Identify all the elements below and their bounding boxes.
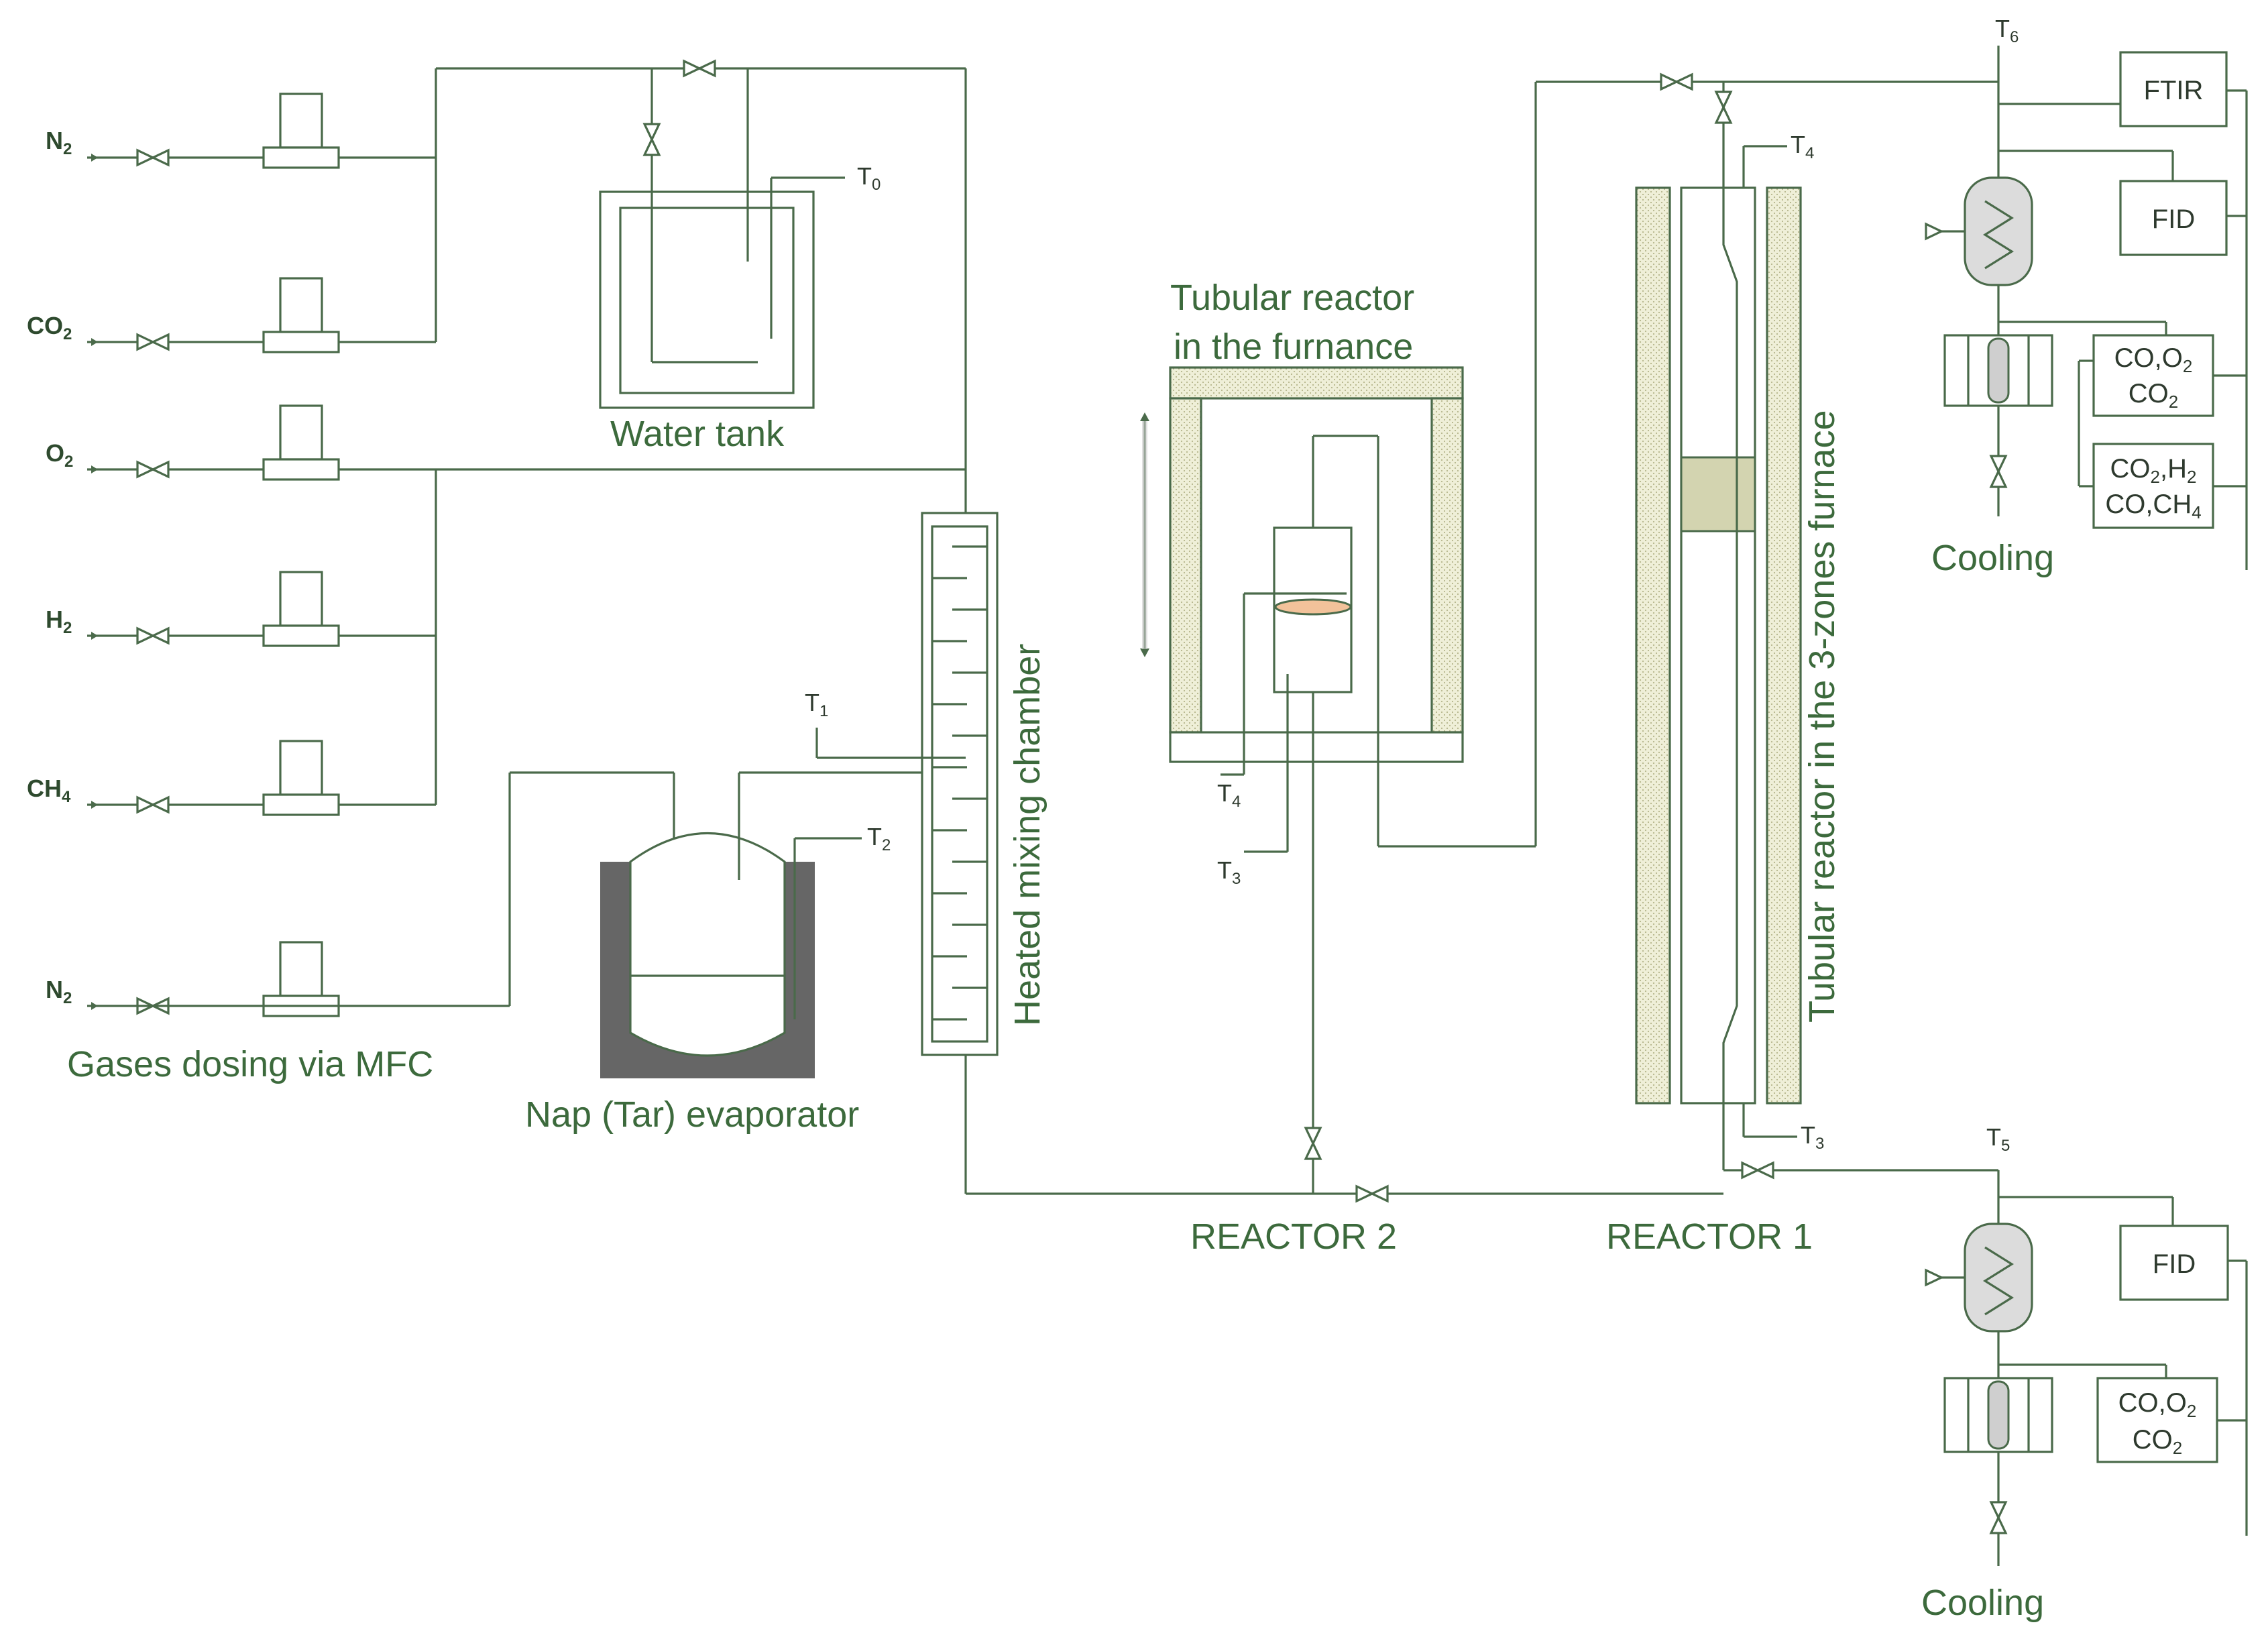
fid-top-label: FID: [2152, 205, 2195, 234]
caption-cooling-bottom: Cooling: [1921, 1583, 2044, 1623]
nap-tar-evaporator: T2 Nap (Tar) evaporator: [525, 771, 925, 1135]
mass-flow-controllers: [262, 93, 340, 1017]
reactor2-title-line1: Tubular reactor: [1170, 278, 1414, 318]
reactor2-title-line2: in the furnance: [1174, 327, 1413, 367]
co2-h2-top-line2: CO,CH4: [2105, 490, 2201, 522]
caption-gases-dosing: Gases dosing via MFC: [67, 1044, 433, 1084]
gas-label-h2: H2: [46, 606, 72, 637]
caption-water-tank: Water tank: [610, 414, 785, 454]
gas-inlet-arrows: [91, 154, 98, 1010]
thermocouple-t2: T2: [867, 823, 891, 854]
fid-analyzer-bottom: [2119, 1225, 2229, 1301]
thermocouple-t0: T0: [857, 162, 881, 194]
fid-analyzer-top: [2119, 180, 2228, 256]
cooler-bottom: [1964, 1223, 2033, 1333]
caption-reactor-1: REACTOR 1: [1606, 1217, 1813, 1257]
thermocouple-t5: T5: [1986, 1123, 2010, 1155]
reactor-1: T4 T3 Tubular reactor in the 3-zones fur…: [1534, 72, 1998, 1257]
top-analysis-train: T6 FTIR FID CO,O2 CO2 CO2,H2 CO,CH4: [1925, 15, 2248, 578]
reactor-2: Tubular reactor in the furnance T4 T3 RE…: [1140, 278, 1536, 1257]
caption-mixing-chamber: Heated mixing chamber: [1007, 644, 1047, 1026]
bottom-analysis-train: T5 FID CO,O2 CO2 Cooling: [1921, 1123, 2248, 1623]
co2-h2-analyzer-top: [2092, 443, 2214, 529]
co2-h2-top-line1: CO2,H2: [2110, 454, 2197, 487]
thermocouple-t4-reactor2: T4: [1217, 779, 1241, 811]
water-tank: T0 Water tank: [599, 59, 881, 454]
gas-label-co2: CO2: [27, 312, 72, 343]
caption-cooling-top: Cooling: [1931, 538, 2054, 578]
ftir-analyzer: [2119, 51, 2228, 127]
thermocouple-t6: T6: [1995, 15, 2019, 46]
co-o2-top-line2: CO2: [2129, 379, 2178, 412]
thermocouple-t3-reactor2: T3: [1217, 856, 1241, 888]
co-o2-top-line1: CO,O2: [2114, 343, 2193, 376]
mixing-chamber-baffles: [932, 545, 987, 1021]
caption-reactor-2: REACTOR 2: [1190, 1217, 1397, 1257]
fid-bottom-label: FID: [2153, 1249, 2196, 1279]
gas-line-valves: [136, 148, 170, 1015]
cooler-top: [1964, 176, 2033, 286]
caption-evaporator: Nap (Tar) evaporator: [525, 1094, 859, 1135]
thermocouple-t1: T1: [805, 689, 828, 720]
gas-label-ch4: CH4: [27, 775, 71, 806]
caption-reactor1-title: Tubular reactor in the 3-zones furnace: [1802, 410, 1842, 1023]
heated-mixing-chamber: T1 Heated mixing chamber: [805, 512, 1723, 1195]
co-o2-bottom-line1: CO,O2: [2118, 1388, 2197, 1421]
co-o2-bottom-line2: CO2: [2133, 1425, 2182, 1458]
co-o2-analyzer-bottom: [2096, 1377, 2218, 1463]
thermocouple-t3-reactor1: T3: [1801, 1121, 1824, 1153]
gas-label-n2-bottom: N2: [46, 976, 72, 1007]
thermocouple-t4-reactor1: T4: [1791, 131, 1814, 162]
ftir-label: FTIR: [2144, 76, 2204, 105]
gas-label-n2-top: N2: [46, 127, 72, 158]
gas-supply-section: N2 CO2 O2 H2 CH4 N2 Gases dosing: [27, 67, 967, 1084]
gas-label-o2: O2: [46, 439, 73, 471]
